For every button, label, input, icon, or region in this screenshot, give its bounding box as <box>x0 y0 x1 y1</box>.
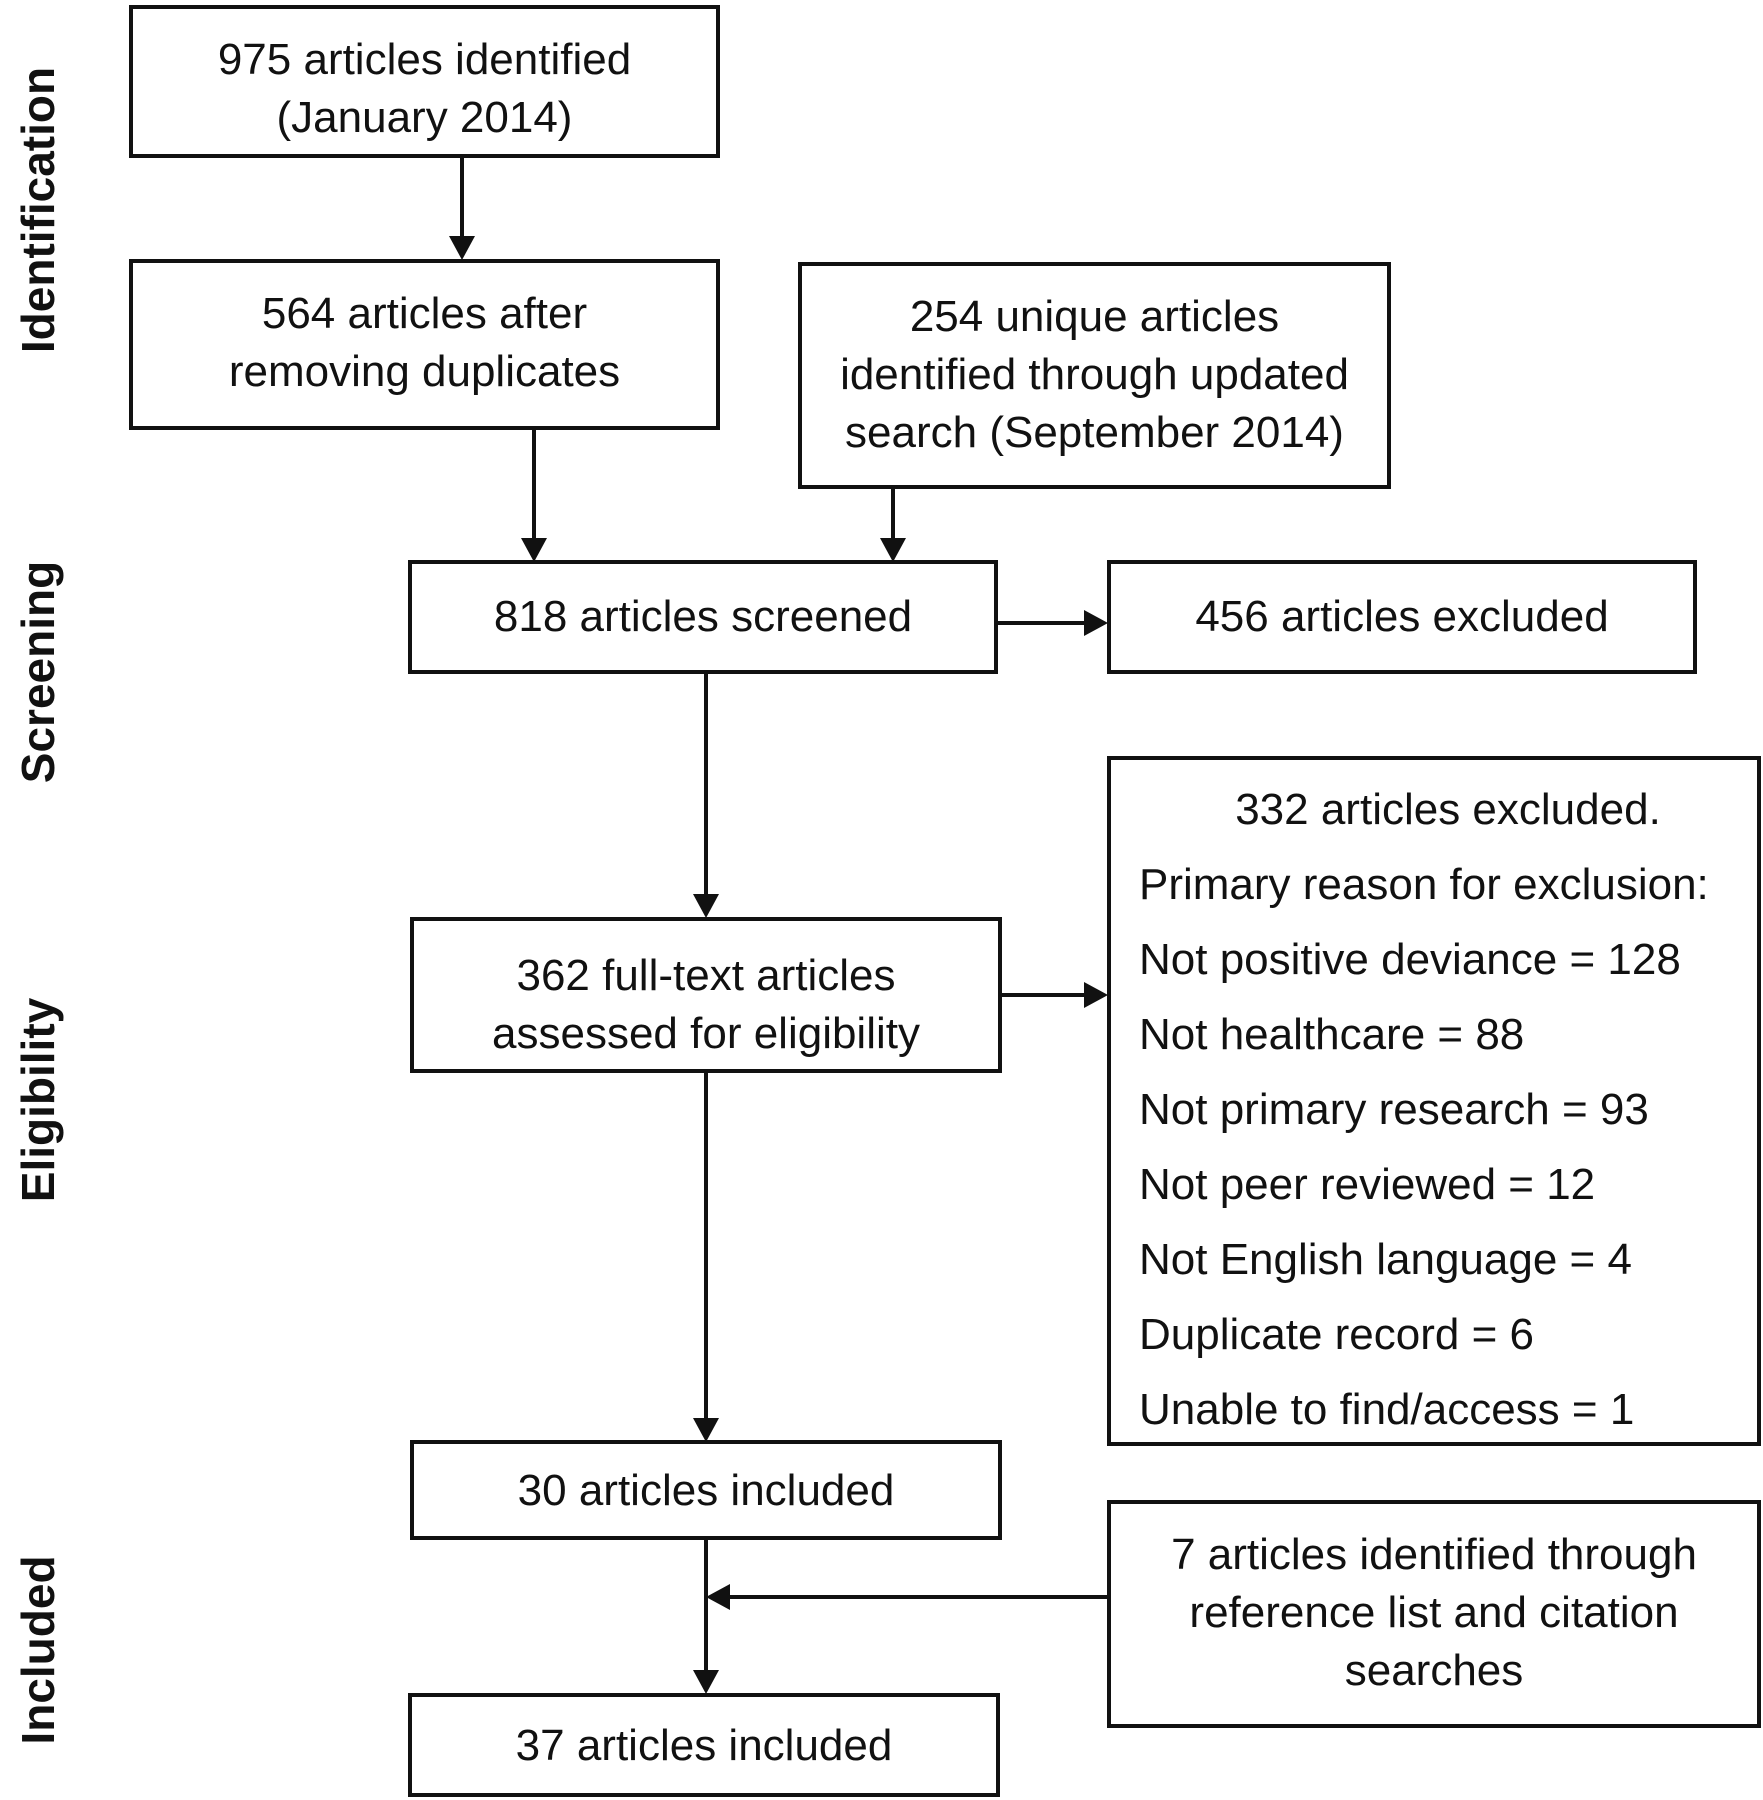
arrow-identified-to-deduplicated-head <box>449 236 475 260</box>
box-line: search (September 2014) <box>845 408 1344 457</box>
box-articles-identified: 975 articles identified (January 2014) <box>129 5 720 158</box>
box-fulltext-assessed: 362 full-text articles assessed for elig… <box>410 917 1002 1073</box>
arrow-updated-to-screened-head <box>880 538 906 562</box>
arrow-screened-to-fulltext-head <box>693 894 719 918</box>
box-line: 975 articles identified <box>217 35 632 84</box>
exclusion-reason: Unable to find/access = 1 <box>1139 1385 1635 1434</box>
arrow-reference-to-flow-head <box>706 1584 730 1610</box>
box-line: 456 articles excluded <box>1195 592 1609 641</box>
box-line: reference list and citation <box>1189 1588 1679 1637</box>
box-line: (January 2014) <box>276 93 573 142</box>
arrow-fulltext-to-exclusions-head <box>1084 982 1108 1008</box>
box-line: 818 articles screened <box>493 592 913 641</box>
exclusion-reason: Not positive deviance = 128 <box>1139 935 1681 984</box>
box-line: 254 unique articles <box>909 292 1280 341</box>
box-line: 37 articles included <box>515 1721 893 1770</box>
box-line: 30 articles included <box>517 1466 895 1515</box>
box-line: 564 articles after <box>261 289 588 338</box>
arrow-deduplicated-to-screened-head <box>521 538 547 562</box>
box-included-final: 37 articles included <box>408 1693 1000 1797</box>
exclusion-title: 332 articles excluded. <box>1235 785 1661 834</box>
exclusion-subtitle: Primary reason for exclusion: <box>1139 860 1709 909</box>
box-line: 362 full-text articles <box>516 951 896 1000</box>
box-articles-screened: 818 articles screened <box>408 560 998 674</box>
exclusion-reason: Not English language = 4 <box>1139 1235 1632 1284</box>
arrow-fulltext-to-included-head <box>693 1418 719 1442</box>
box-reference-search: 7 articles identified through reference … <box>1107 1500 1761 1728</box>
box-after-duplicates: 564 articles after removing duplicates <box>129 259 720 430</box>
box-line: 7 articles identified through <box>1171 1530 1697 1579</box>
arrow-screened-to-excluded-head <box>1084 610 1108 636</box>
exclusion-reason: Duplicate record = 6 <box>1139 1310 1534 1359</box>
box-line: identified through updated <box>840 350 1349 399</box>
box-line: removing duplicates <box>228 347 621 396</box>
exclusion-reason: Not healthcare = 88 <box>1139 1010 1525 1059</box>
arrow-included-to-final-head <box>693 1670 719 1694</box>
box-eligibility-exclusions: 332 articles excluded. Primary reason fo… <box>1107 756 1761 1446</box>
box-updated-search: 254 unique articles identified through u… <box>798 262 1391 489</box>
box-screening-excluded: 456 articles excluded <box>1107 560 1697 674</box>
box-line: searches <box>1344 1646 1524 1695</box>
box-line: assessed for eligibility <box>492 1009 920 1058</box>
exclusion-reason: Not peer reviewed = 12 <box>1139 1160 1596 1209</box>
exclusion-reason: Not primary research = 93 <box>1139 1085 1649 1134</box>
